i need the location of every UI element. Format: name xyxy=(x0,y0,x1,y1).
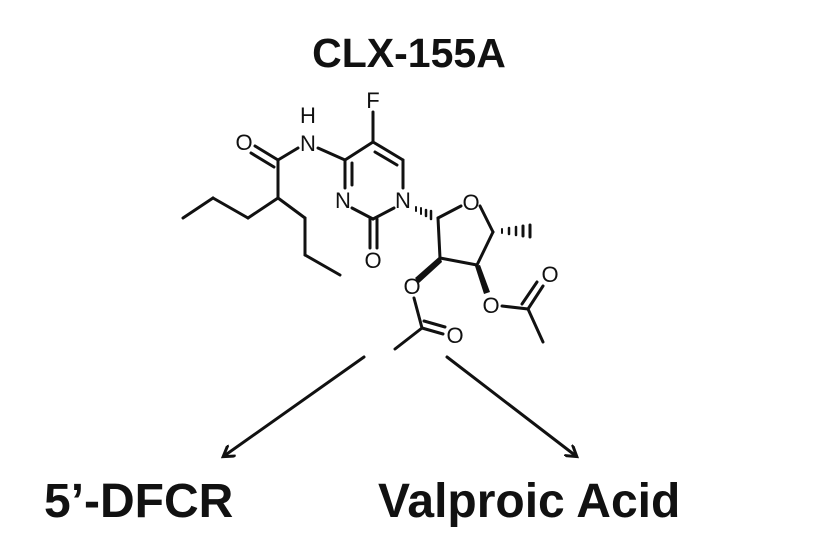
hashed-bond-n1 xyxy=(415,206,433,221)
wedge-bond-c2 xyxy=(415,256,442,283)
product-label-5dfcr: 5’-DFCR xyxy=(44,475,234,528)
atom-ring-oxygen: O xyxy=(462,190,479,215)
pyrimidine-ring xyxy=(316,110,405,250)
arrow-to-valproic-acid xyxy=(445,355,576,456)
atom-o3-carbonyl: O xyxy=(541,262,558,287)
compound-title: CLX-155A xyxy=(312,30,506,76)
atom-n3: N xyxy=(335,188,351,213)
atom-n1: N xyxy=(395,188,411,213)
atom-o3: O xyxy=(482,293,499,318)
hashed-bond-methyl xyxy=(501,223,532,239)
atom-nh-nitrogen: N xyxy=(300,131,316,156)
valproyl-chain xyxy=(181,144,342,277)
acetyl-group-3 xyxy=(500,280,545,344)
ribose-ring xyxy=(436,204,495,267)
wedge-bond-c3 xyxy=(475,265,490,294)
acetyl-group-2 xyxy=(393,296,447,351)
atom-amide-oxygen: O xyxy=(235,130,252,155)
atom-o2-carbonyl: O xyxy=(446,323,463,348)
atom-o2: O xyxy=(403,274,420,299)
atom-nh-hydrogen: H xyxy=(300,103,316,128)
atom-fluorine: F xyxy=(366,88,379,113)
arrow-to-5dfcr xyxy=(224,355,366,456)
atom-c2-oxygen: O xyxy=(364,248,381,273)
product-label-valproic-acid: Valproic Acid xyxy=(378,475,681,528)
